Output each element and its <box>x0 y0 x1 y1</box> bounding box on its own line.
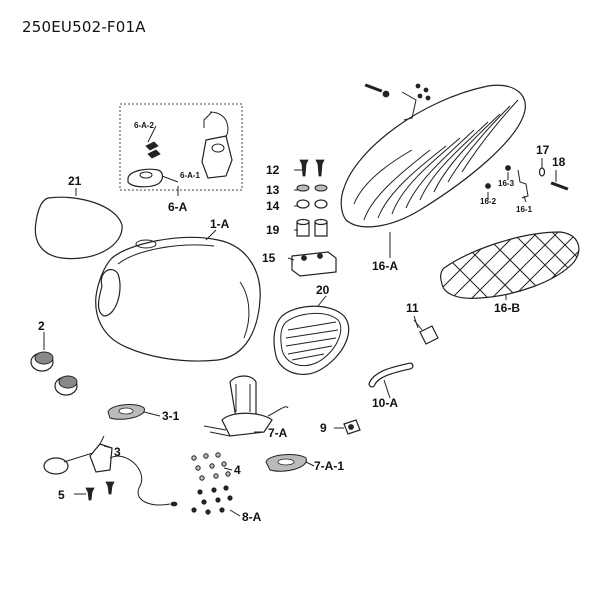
callout-16-2: 16-2 <box>480 197 497 206</box>
callout-21: 21 <box>68 174 82 188</box>
callout-3-1: 3-1 <box>162 409 180 423</box>
callout-11: 11 <box>406 301 419 315</box>
part-3-fuel-sender[interactable] <box>43 435 178 507</box>
callout-15: 15 <box>262 251 276 265</box>
callout-16-b: 16-B <box>494 301 520 315</box>
part-16-a-seat[interactable] <box>340 83 526 228</box>
part-7-a-fuel-pump[interactable] <box>203 375 289 437</box>
part-9-valve[interactable] <box>343 419 361 435</box>
callout-1-a: 1-A <box>210 217 230 231</box>
part-3-1-gasket[interactable] <box>107 404 145 420</box>
part-20-knee-pad[interactable] <box>273 305 350 375</box>
callout-16-3: 16-3 <box>498 179 515 188</box>
callout-13: 13 <box>266 183 280 197</box>
part-21-tank-pad[interactable] <box>34 196 123 260</box>
callout-5: 5 <box>58 488 65 502</box>
part-15-rubber-block[interactable] <box>291 251 337 277</box>
callout-14: 14 <box>266 199 280 213</box>
part-5-screws[interactable] <box>85 481 115 501</box>
callout-6-a-2: 6-A-2 <box>134 121 155 130</box>
callout-3: 3 <box>114 445 121 459</box>
callout-4: 4 <box>234 463 241 477</box>
callout-8-a: 8-A <box>242 510 262 524</box>
callout-7-a-1: 7-A-1 <box>314 459 344 473</box>
part-16-2-nut[interactable] <box>485 183 491 189</box>
leader-lines <box>43 125 557 517</box>
part-14-nuts[interactable] <box>296 199 328 209</box>
diagram-code: 250EU502-F01A <box>22 18 146 36</box>
callout-12: 12 <box>266 163 280 177</box>
part-12-bolts[interactable] <box>299 159 325 177</box>
part-4-nuts[interactable] <box>191 452 231 481</box>
part-17-nut[interactable] <box>538 167 546 177</box>
callout-9: 9 <box>320 421 327 435</box>
callout-19: 19 <box>266 223 280 237</box>
part-16-1-bracket[interactable] <box>517 169 529 199</box>
part-8-a-bolts[interactable] <box>191 485 233 515</box>
part-18-bolt[interactable] <box>550 181 569 191</box>
callout-2: 2 <box>38 319 45 333</box>
part-13-washers[interactable] <box>296 184 328 192</box>
callout-10-a: 10-A <box>372 396 398 410</box>
part-11-connector[interactable] <box>413 319 439 345</box>
callout-16-1: 16-1 <box>516 205 533 214</box>
callout-6-a: 6-A <box>168 200 188 214</box>
part-10-a-hose[interactable] <box>368 362 414 388</box>
part-7-a-1-gasket[interactable] <box>265 454 307 472</box>
callout-17: 17 <box>536 143 550 157</box>
callout-6-a-1: 6-A-1 <box>180 171 201 180</box>
callout-7-a: 7-A <box>268 426 288 440</box>
part-16-3-washer[interactable] <box>505 165 511 171</box>
callout-18: 18 <box>552 155 566 169</box>
part-19-spacers[interactable] <box>296 218 328 237</box>
callout-20: 20 <box>316 283 330 297</box>
part-2-fuel-caps[interactable] <box>30 351 78 396</box>
part-1-a-fuel-tank[interactable] <box>95 236 261 362</box>
callout-16-a: 16-A <box>372 259 398 273</box>
part-16-b-seat-diamond[interactable] <box>420 210 600 310</box>
part-6-a-key-set[interactable] <box>119 103 243 191</box>
